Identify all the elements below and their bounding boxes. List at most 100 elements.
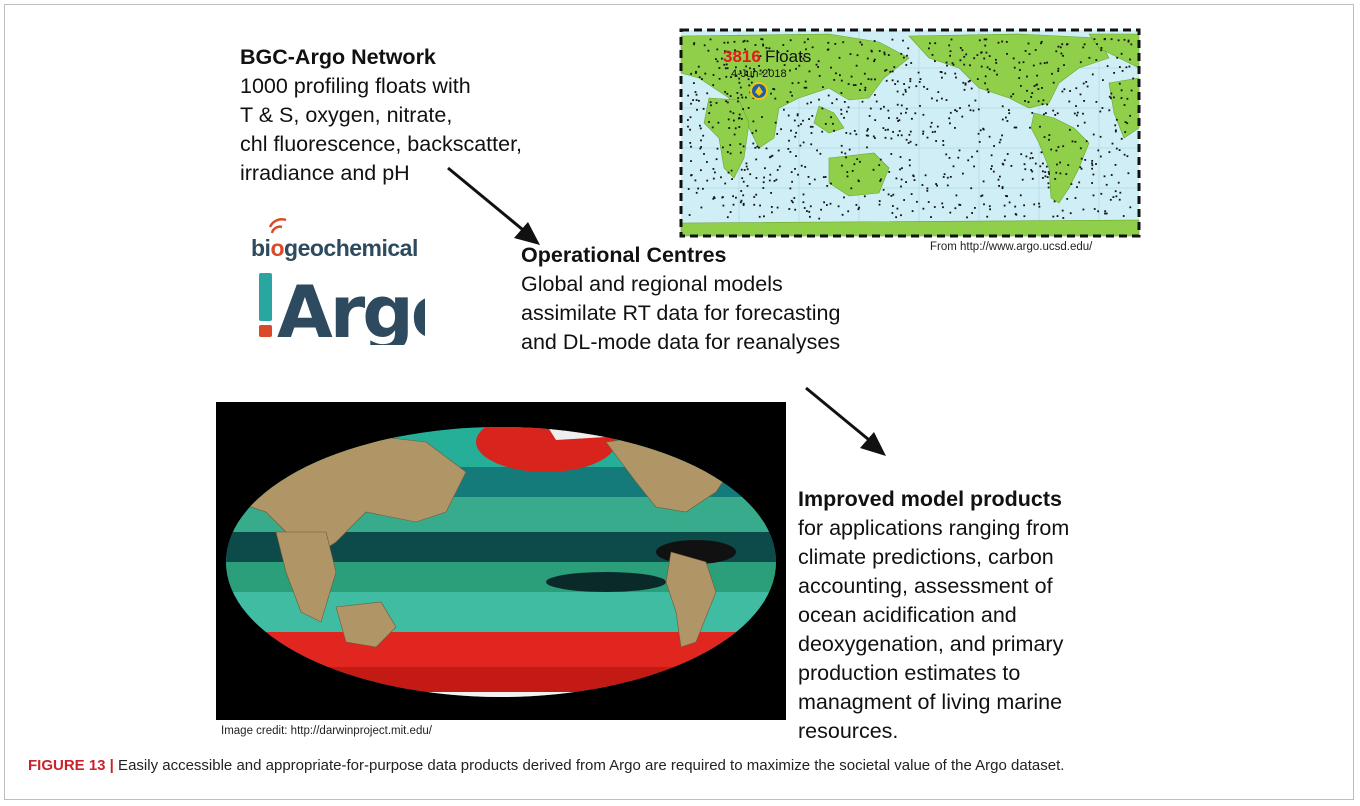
float-marker bbox=[791, 82, 794, 85]
float-marker bbox=[1062, 217, 1065, 219]
float-marker bbox=[726, 151, 729, 153]
float-marker bbox=[1117, 181, 1120, 184]
float-marker bbox=[878, 50, 881, 52]
float-marker bbox=[1043, 62, 1046, 64]
float-marker bbox=[852, 84, 855, 86]
float-marker bbox=[936, 184, 938, 187]
float-marker bbox=[885, 69, 888, 71]
float-marker bbox=[1057, 70, 1060, 72]
float-marker bbox=[827, 94, 830, 97]
float-marker bbox=[1039, 62, 1042, 65]
float-marker bbox=[857, 179, 860, 182]
float-marker bbox=[786, 50, 789, 52]
float-marker bbox=[1042, 162, 1044, 165]
float-marker bbox=[931, 97, 933, 100]
float-marker bbox=[718, 77, 721, 80]
float-marker bbox=[1114, 190, 1117, 193]
float-marker bbox=[955, 110, 958, 113]
float-marker bbox=[721, 57, 723, 60]
float-marker bbox=[811, 125, 814, 128]
float-marker bbox=[712, 74, 715, 76]
float-marker bbox=[864, 86, 867, 89]
float-marker bbox=[804, 166, 807, 168]
float-marker bbox=[1005, 195, 1007, 197]
float-marker bbox=[741, 177, 744, 180]
bgc-heading: BGC-Argo Network bbox=[240, 45, 436, 69]
float-marker bbox=[847, 83, 850, 85]
float-marker bbox=[803, 86, 806, 89]
float-marker bbox=[1128, 65, 1131, 68]
float-marker bbox=[762, 43, 765, 46]
float-marker bbox=[715, 58, 717, 60]
float-marker bbox=[1124, 121, 1127, 123]
float-marker bbox=[954, 72, 957, 75]
float-marker bbox=[1129, 58, 1131, 61]
float-marker bbox=[695, 191, 698, 194]
float-marker bbox=[887, 128, 889, 131]
float-marker bbox=[971, 155, 973, 158]
float-marker bbox=[1045, 165, 1048, 168]
float-marker bbox=[799, 144, 802, 147]
float-marker bbox=[1047, 171, 1050, 173]
improved-line: climate predictions, carbon bbox=[798, 545, 1054, 569]
float-marker bbox=[699, 124, 701, 127]
float-marker bbox=[821, 107, 824, 110]
float-marker bbox=[950, 38, 953, 41]
float-marker bbox=[1079, 166, 1082, 169]
float-marker bbox=[754, 44, 757, 46]
float-marker bbox=[937, 91, 940, 93]
float-marker bbox=[943, 173, 946, 176]
float-marker bbox=[690, 160, 692, 162]
float-marker bbox=[1080, 157, 1083, 160]
float-marker bbox=[1001, 105, 1004, 108]
float-marker bbox=[900, 112, 902, 115]
float-marker bbox=[896, 117, 899, 120]
float-marker bbox=[1053, 200, 1056, 203]
float-marker bbox=[1118, 198, 1121, 201]
float-marker bbox=[1020, 85, 1022, 87]
float-marker bbox=[1036, 74, 1038, 77]
float-marker bbox=[753, 70, 756, 72]
float-marker bbox=[867, 134, 869, 137]
float-marker bbox=[914, 112, 917, 115]
float-marker bbox=[791, 94, 793, 97]
float-marker bbox=[903, 199, 905, 201]
float-marker bbox=[1095, 163, 1097, 165]
bgc-line: T & S, oxygen, nitrate, bbox=[240, 103, 453, 127]
float-marker bbox=[866, 57, 869, 60]
float-marker bbox=[955, 76, 957, 79]
float-marker bbox=[1083, 121, 1086, 124]
float-marker bbox=[697, 65, 700, 68]
float-marker bbox=[893, 66, 896, 68]
float-marker bbox=[995, 62, 998, 64]
float-marker bbox=[1024, 168, 1027, 171]
float-marker bbox=[1052, 81, 1055, 84]
float-marker bbox=[1050, 148, 1053, 151]
float-marker bbox=[1073, 112, 1076, 115]
float-marker bbox=[690, 145, 692, 148]
float-marker bbox=[740, 190, 743, 192]
float-marker bbox=[763, 176, 765, 179]
float-marker bbox=[1010, 165, 1013, 167]
float-marker bbox=[1001, 40, 1003, 43]
float-marker bbox=[713, 196, 715, 199]
float-marker bbox=[1062, 145, 1065, 148]
float-marker bbox=[1040, 40, 1043, 43]
float-marker bbox=[879, 180, 882, 182]
float-marker bbox=[946, 64, 948, 67]
float-marker bbox=[807, 38, 809, 41]
float-marker bbox=[808, 210, 811, 213]
float-marker bbox=[1004, 215, 1006, 218]
float-marker bbox=[1051, 72, 1053, 75]
float-marker bbox=[1057, 67, 1060, 70]
float-marker bbox=[794, 135, 797, 138]
float-marker bbox=[1115, 147, 1118, 150]
float-marker bbox=[769, 156, 771, 159]
float-marker bbox=[908, 133, 911, 136]
float-marker bbox=[869, 107, 872, 110]
float-marker bbox=[900, 52, 903, 55]
float-marker bbox=[1013, 126, 1016, 129]
float-marker bbox=[1105, 212, 1108, 215]
float-marker bbox=[941, 202, 944, 205]
float-marker bbox=[847, 210, 850, 213]
